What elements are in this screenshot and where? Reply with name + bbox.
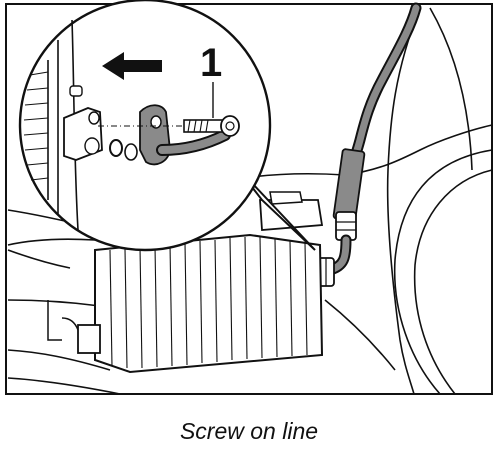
figure-border [5,3,493,395]
refrigerant-line [311,2,422,287]
condenser-block [47,191,324,374]
illustration: 1 [5,0,493,395]
figure-caption: Screw on line [179,418,319,444]
direction-arrow-icon [102,52,162,80]
callout-number: 1 [200,41,222,85]
detail-magnifier: 1 [18,0,316,252]
body-panel-lines [7,7,493,395]
